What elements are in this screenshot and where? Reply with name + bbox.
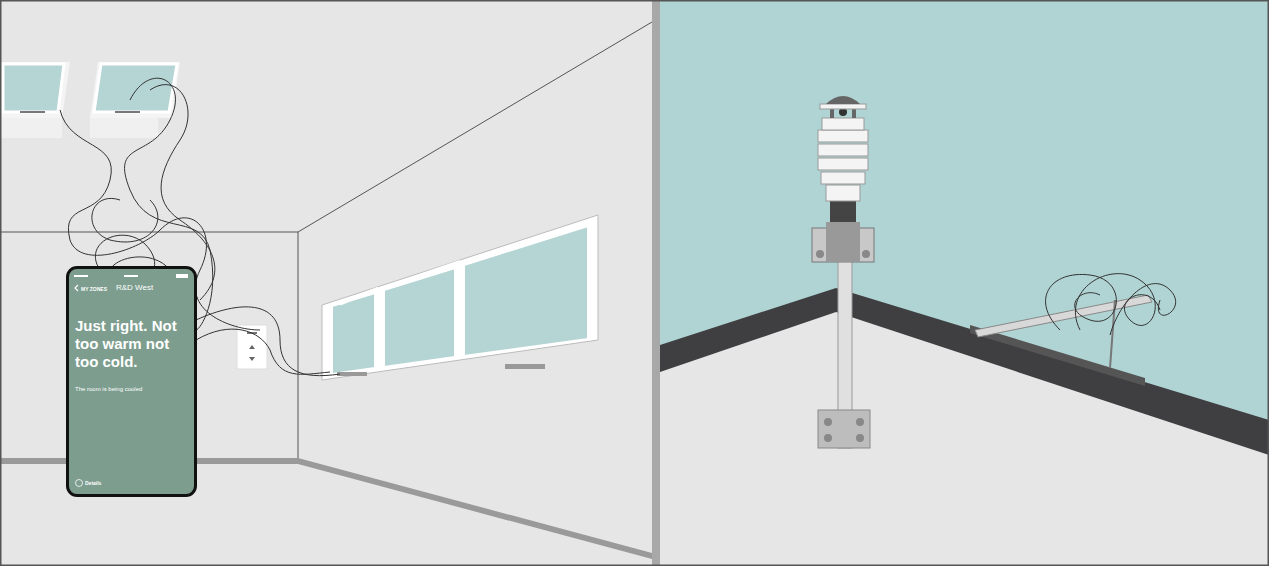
panel-divider <box>652 0 660 566</box>
sky <box>660 0 1269 566</box>
phone-screen: MY ZONES R&D WestJust right. Not too warm… <box>66 266 197 497</box>
status-bar <box>72 271 197 281</box>
screen-icons <box>69 269 194 494</box>
windows <box>322 215 598 380</box>
airflow-lines <box>60 78 340 375</box>
roof-edge <box>660 288 1269 566</box>
skylights <box>0 62 180 138</box>
status-text: The room is being cooled <box>75 386 142 393</box>
back-link: MY ZONES <box>81 286 107 292</box>
thermostat <box>237 325 267 369</box>
baseboard <box>298 458 652 559</box>
details-link: Details <box>85 480 101 486</box>
status-heading: Just right. Not too warm not too cold. <box>75 317 192 371</box>
zone-name: R&D West <box>116 283 153 293</box>
airflow-lines <box>1046 274 1176 335</box>
weather-station <box>812 96 874 448</box>
roof-surface <box>660 312 1269 566</box>
room-background <box>0 0 652 566</box>
